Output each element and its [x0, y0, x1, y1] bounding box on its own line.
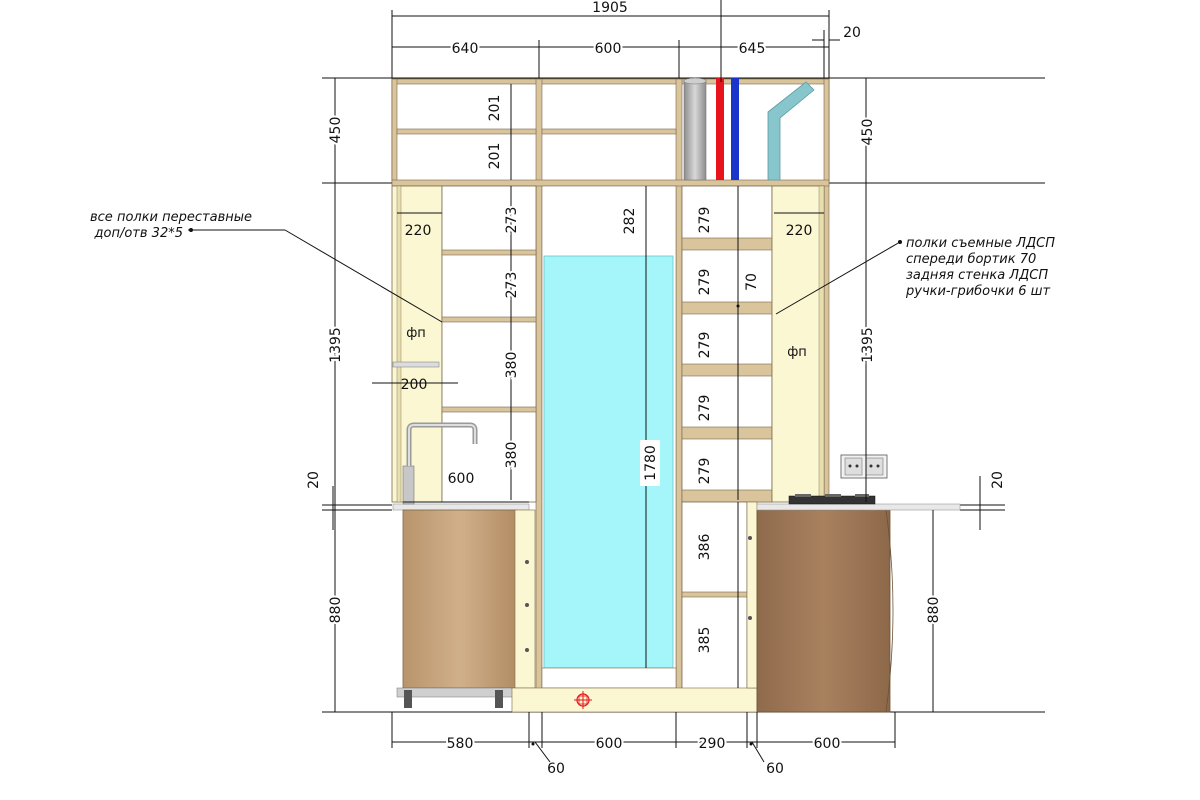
dim-bottom-1: 580 [447, 736, 474, 752]
red-pipe [716, 78, 724, 180]
plinth [511, 687, 758, 713]
right-base-cabinet [746, 494, 961, 713]
grey-pipe [683, 79, 707, 181]
dim-top-seg1: 640 [452, 41, 479, 57]
dim-fridge-height: 1780 [643, 445, 659, 481]
note-right-line3: задняя стенка ЛДСП [906, 268, 1048, 283]
note-right-line2: спереди бортик 70 [906, 252, 1036, 267]
dim-bottom-2: 600 [596, 736, 623, 752]
right-panel-label: фп [787, 345, 807, 360]
dim-bottom-gap-left: 60 [547, 761, 565, 777]
dim-left-shelf-h1: 273 [504, 207, 520, 234]
dim-left-counter: 20 [306, 471, 322, 489]
dim-bottom-gap-right: 60 [766, 761, 784, 777]
dim-right-lower2: 385 [697, 627, 713, 654]
fridge-height-label-bg [640, 440, 660, 486]
dim-right-panel-depth: 220 [786, 223, 813, 239]
dim-bottom-4: 600 [814, 736, 841, 752]
note-right-line4: ручки-грибочки 6 шт [905, 284, 1051, 299]
dim-right-top: 450 [860, 119, 876, 146]
dim-mezz-shelf2: 201 [487, 143, 503, 170]
dim-counter-depth: 600 [448, 471, 475, 487]
dim-right-shelf-h2: 279 [697, 269, 713, 296]
dim-left-shelf-h4: 380 [504, 442, 520, 469]
dimension-labels: 1905 640 600 645 20 450 1395 20 880 450 … [306, 0, 1006, 777]
dim-top-gap: 20 [843, 25, 861, 41]
dim-top-seg3: 645 [739, 41, 766, 57]
left-panel-label: фп [406, 326, 426, 341]
wall-socket-icon [840, 454, 888, 479]
dim-top-seg2: 600 [595, 41, 622, 57]
left-side-panel [391, 185, 443, 503]
dim-bortik: 70 [744, 273, 760, 291]
dim-total-width: 1905 [592, 0, 628, 16]
right-side-panel [771, 185, 825, 503]
dim-mezz-shelf1: 201 [487, 95, 503, 122]
vent-duct [767, 81, 815, 181]
dim-right-shelf-h5: 279 [697, 458, 713, 485]
note-left-line2: доп/отв 32*5 [94, 226, 183, 241]
note-right-line1: полки съемные ЛДСП [906, 236, 1055, 251]
dim-right-counter: 20 [990, 471, 1006, 489]
dim-right-bottom: 880 [926, 597, 942, 624]
dimension-ticks [189, 228, 902, 746]
dim-left-bottom: 880 [328, 597, 344, 624]
left-base-cabinet [392, 503, 536, 708]
dim-left-top: 450 [328, 117, 344, 144]
utility-pipes [683, 0, 815, 181]
dim-right-shelf-h1: 279 [697, 207, 713, 234]
dim-left-shelf-depth: 200 [401, 377, 428, 393]
dim-right-shelf-h4: 279 [697, 395, 713, 422]
notes: все полки переставные доп/отв 32*5 полки… [90, 210, 1055, 299]
socket-marker-icon [574, 691, 592, 709]
dim-center-gap: 282 [622, 208, 638, 235]
right-shelves [681, 185, 773, 700]
hob [788, 495, 876, 505]
left-shelves [441, 185, 537, 503]
dim-left-shelf-h2: 273 [504, 272, 520, 299]
dim-right-shelf-h3: 279 [697, 332, 713, 359]
dim-left-shelf-h3: 380 [504, 352, 520, 379]
dim-left-panel-depth: 220 [405, 223, 432, 239]
dim-bottom-3: 290 [699, 736, 726, 752]
dimension-lines [188, 10, 981, 763]
faucet [402, 422, 478, 505]
dim-right-mid: 1395 [860, 327, 876, 363]
countertop [756, 503, 961, 511]
note-left-line1: все полки переставные [90, 210, 252, 225]
blue-pipe [731, 78, 739, 180]
dim-left-mid: 1395 [328, 327, 344, 363]
dim-right-lower1: 386 [697, 534, 713, 561]
